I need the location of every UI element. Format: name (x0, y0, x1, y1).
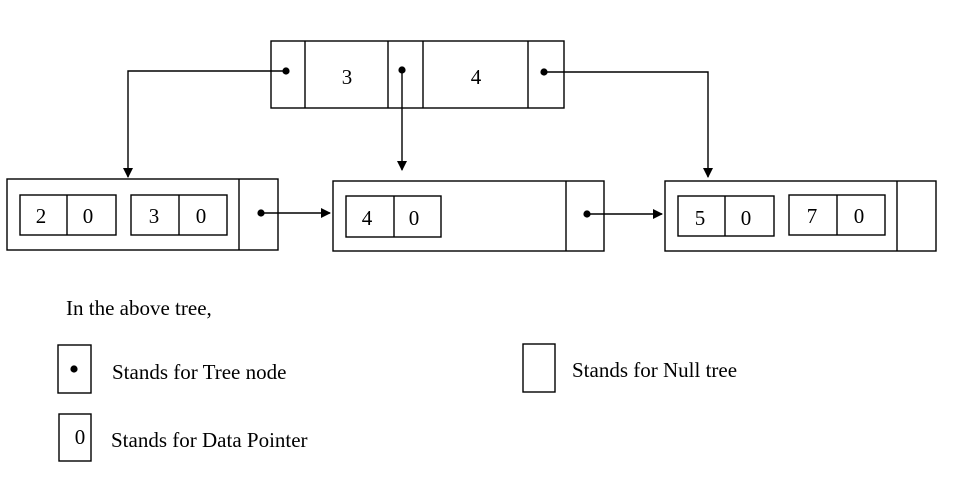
legend-null-tree-symbol (522, 343, 556, 393)
leaf-2-ptr-1: 0 (409, 206, 420, 230)
root-key-1: 3 (342, 65, 353, 89)
edge-root-to-leaf-1 (123, 70, 286, 178)
leaf-3-ptr-2: 0 (854, 204, 865, 228)
legend-tree-node-label: Stands for Tree node (112, 360, 287, 384)
leaf-node-1: 2 0 3 0 (6, 178, 279, 251)
legend-null-tree-label: Stands for Null tree (572, 358, 738, 382)
leaf-1-entry-1 (19, 194, 117, 236)
leaf-3-ptr-1: 0 (741, 206, 752, 230)
leaf-2-key-1: 4 (362, 206, 373, 230)
leaf-3-key-1: 5 (695, 206, 706, 230)
legend-data-pointer-label: Stands for Data Pointer (111, 428, 308, 452)
caption: In the above tree, (66, 296, 212, 320)
leaf-3-entry-1 (677, 195, 775, 237)
leaf-1-ptr-1: 0 (83, 204, 94, 228)
leaf-node-2: 4 0 (332, 180, 605, 252)
root-key-2: 4 (471, 65, 482, 89)
edge-root-to-leaf-3 (544, 71, 713, 178)
leaf-1-ptr-2: 0 (196, 204, 207, 228)
legend-data-pointer-symbol: 0 (58, 413, 92, 462)
leaf-3-key-2: 7 (807, 204, 818, 228)
root-node: 3 4 (270, 40, 565, 109)
leaf-1-key-1: 2 (36, 204, 47, 228)
legend-tree-node-symbol (57, 344, 92, 394)
svg-text:0: 0 (75, 425, 86, 449)
leaf-1-key-2: 3 (149, 204, 160, 228)
leaf-node-3: 5 0 7 0 (664, 180, 937, 252)
